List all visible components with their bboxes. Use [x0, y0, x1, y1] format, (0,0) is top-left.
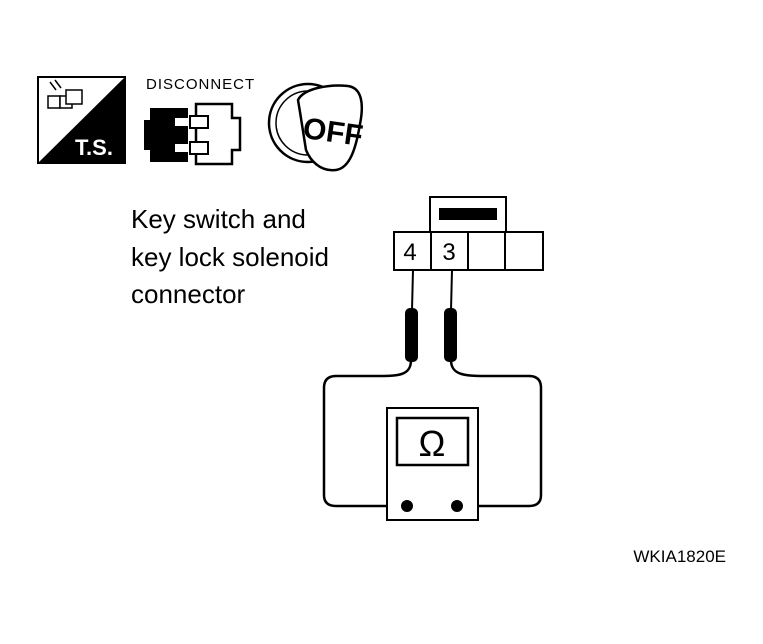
probe-right [444, 269, 457, 362]
disconnect-label: DISCONNECT [146, 76, 255, 93]
test-lead-left [322, 359, 413, 508]
probe-left [405, 269, 418, 362]
disconnect-icon: DISCONNECT [144, 76, 255, 166]
connector-label-line-3: connector [131, 279, 246, 309]
ohmmeter: Ω [386, 407, 479, 521]
test-lead-right [449, 359, 543, 508]
connector-label: Key switch and key lock solenoid connect… [131, 204, 329, 309]
pin-3-label: 3 [442, 239, 455, 266]
tester-ts-icon: T.S. [37, 76, 126, 164]
figure-code: WKIA1820E [633, 547, 726, 566]
meter-terminal-left [401, 500, 413, 512]
pin-4-label: 4 [403, 239, 416, 266]
connector-face [393, 196, 544, 271]
connector-label-line-1: Key switch and [131, 204, 306, 234]
connector-label-line-2: key lock solenoid [131, 242, 329, 272]
ignition-off-icon: OFF [267, 82, 365, 172]
ohm-symbol: Ω [419, 423, 446, 464]
meter-terminal-right [451, 500, 463, 512]
ts-label: T.S. [75, 135, 113, 160]
